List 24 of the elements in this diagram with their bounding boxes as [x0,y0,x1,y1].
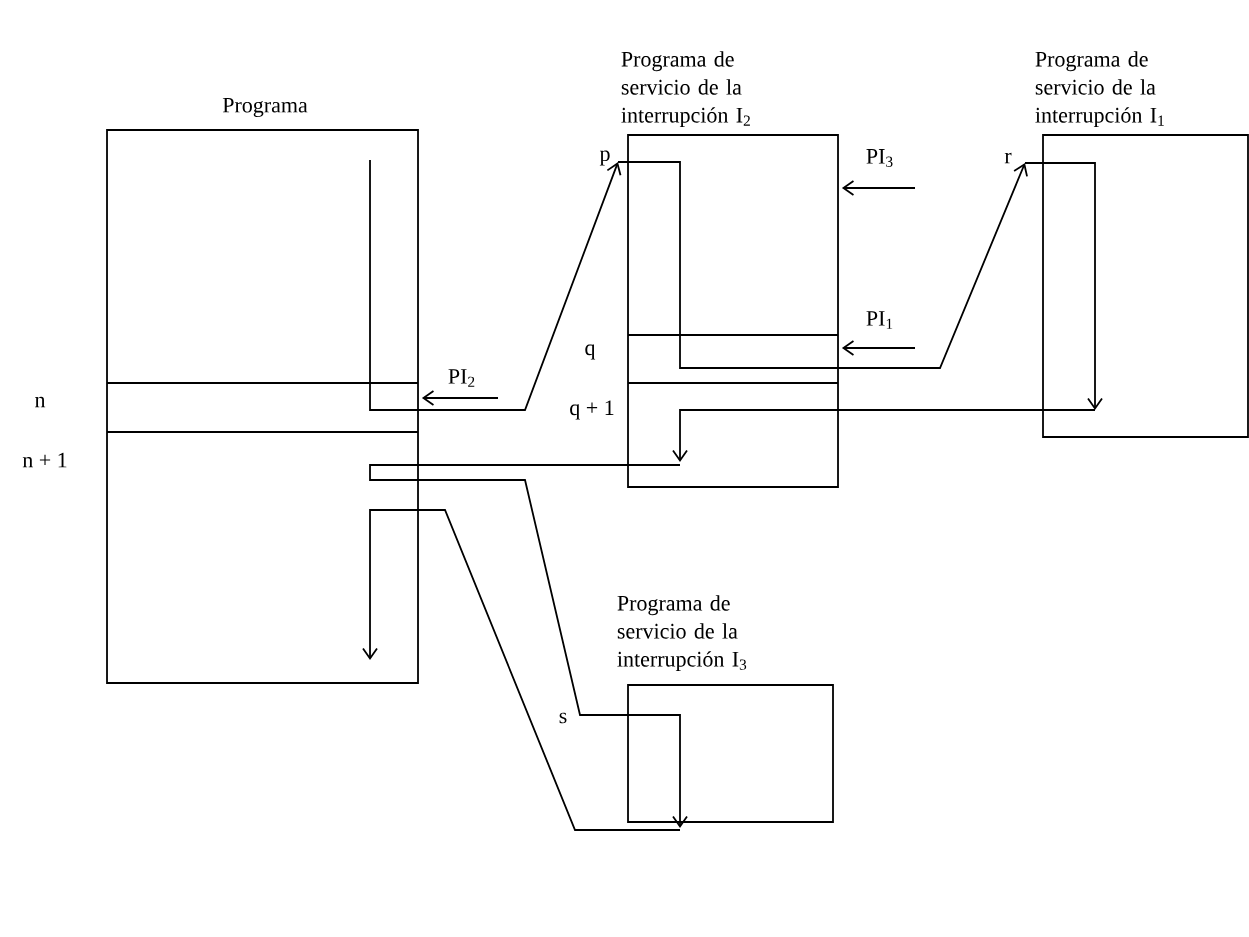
arrow [362,509,681,831]
address-label: r [1004,152,1012,164]
address-label: n [35,396,46,408]
arrow [841,180,916,196]
program-box: Programa de servicio de la interrupción I$_{1}$ [1035,51,1249,438]
edge-label: PI$_{1}$ [866,311,893,329]
address-label: n + 1 [22,452,67,468]
edge-label: PI$_{3}$ [866,149,893,167]
arrow [417,162,622,411]
address-label: s [559,712,567,724]
arrow [837,163,1028,369]
node-label: Programa de servicio de la interrupción I$_{2}$ [621,51,750,128]
arrow [672,409,1044,462]
node-label: Programa de servicio de la interrupción I$_{3}$ [617,595,747,672]
program-box: Programa [106,97,419,684]
node-label: Programa de servicio de la interrupción I$_{1}$ [1035,51,1164,128]
edge-label: PI$_{2}$ [448,369,475,387]
program-box: Programa de servicio de la interrupción I$_{3}$ [617,595,834,823]
address-label: q [585,344,596,360]
node-label: Programa [222,97,308,118]
address-label: p [599,150,610,166]
arrow [421,390,499,406]
program-box: Programa de servicio de la interrupción I$_{2}$ [621,51,839,488]
arrow [841,340,916,356]
